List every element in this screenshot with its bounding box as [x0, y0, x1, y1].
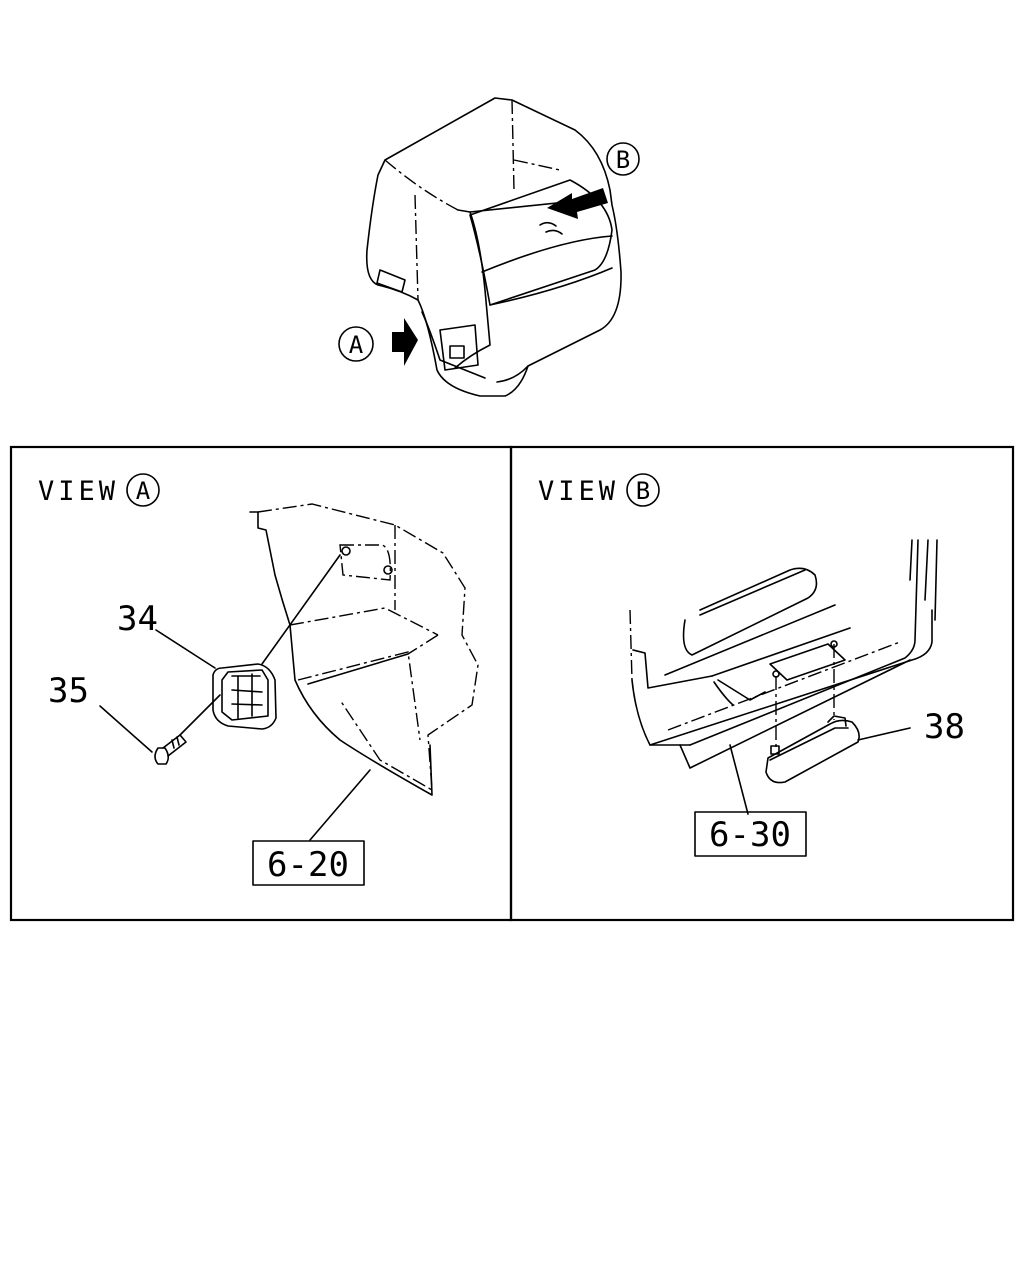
view-a-letter: A — [136, 477, 151, 505]
callout-b-circle — [606, 142, 640, 176]
view-b-panel: VIEW B 38 — [538, 473, 965, 857]
view-a-label: VIEW — [38, 476, 119, 507]
part-number-34: 34 — [117, 599, 158, 639]
ref-box-6-20 — [252, 840, 365, 886]
part-35-screw — [154, 734, 187, 765]
view-b-frame — [509, 445, 1015, 922]
part-38-lamp — [765, 715, 860, 784]
view-b-letter: B — [636, 477, 650, 505]
callout-b-letter: B — [616, 146, 630, 174]
ref-box-6-30 — [694, 811, 807, 857]
view-b-label: VIEW — [538, 476, 619, 507]
callout-a-letter: A — [349, 331, 364, 359]
part-number-35: 35 — [48, 671, 89, 711]
arrow-a-icon — [392, 318, 418, 366]
view-a-letter-circle — [126, 473, 160, 507]
view-b-letter-circle — [626, 473, 660, 507]
part-number-38: 38 — [924, 707, 965, 747]
arrow-b-icon — [547, 188, 608, 219]
ref-label-6-30: 6-30 — [709, 815, 791, 855]
callout-a-circle — [338, 326, 374, 362]
cab-overview: B A — [338, 97, 640, 397]
part-34-cover — [212, 663, 277, 730]
view-a-panel: VIEW A 34 3 — [38, 473, 479, 886]
ref-label-6-20: 6-20 — [267, 845, 349, 885]
